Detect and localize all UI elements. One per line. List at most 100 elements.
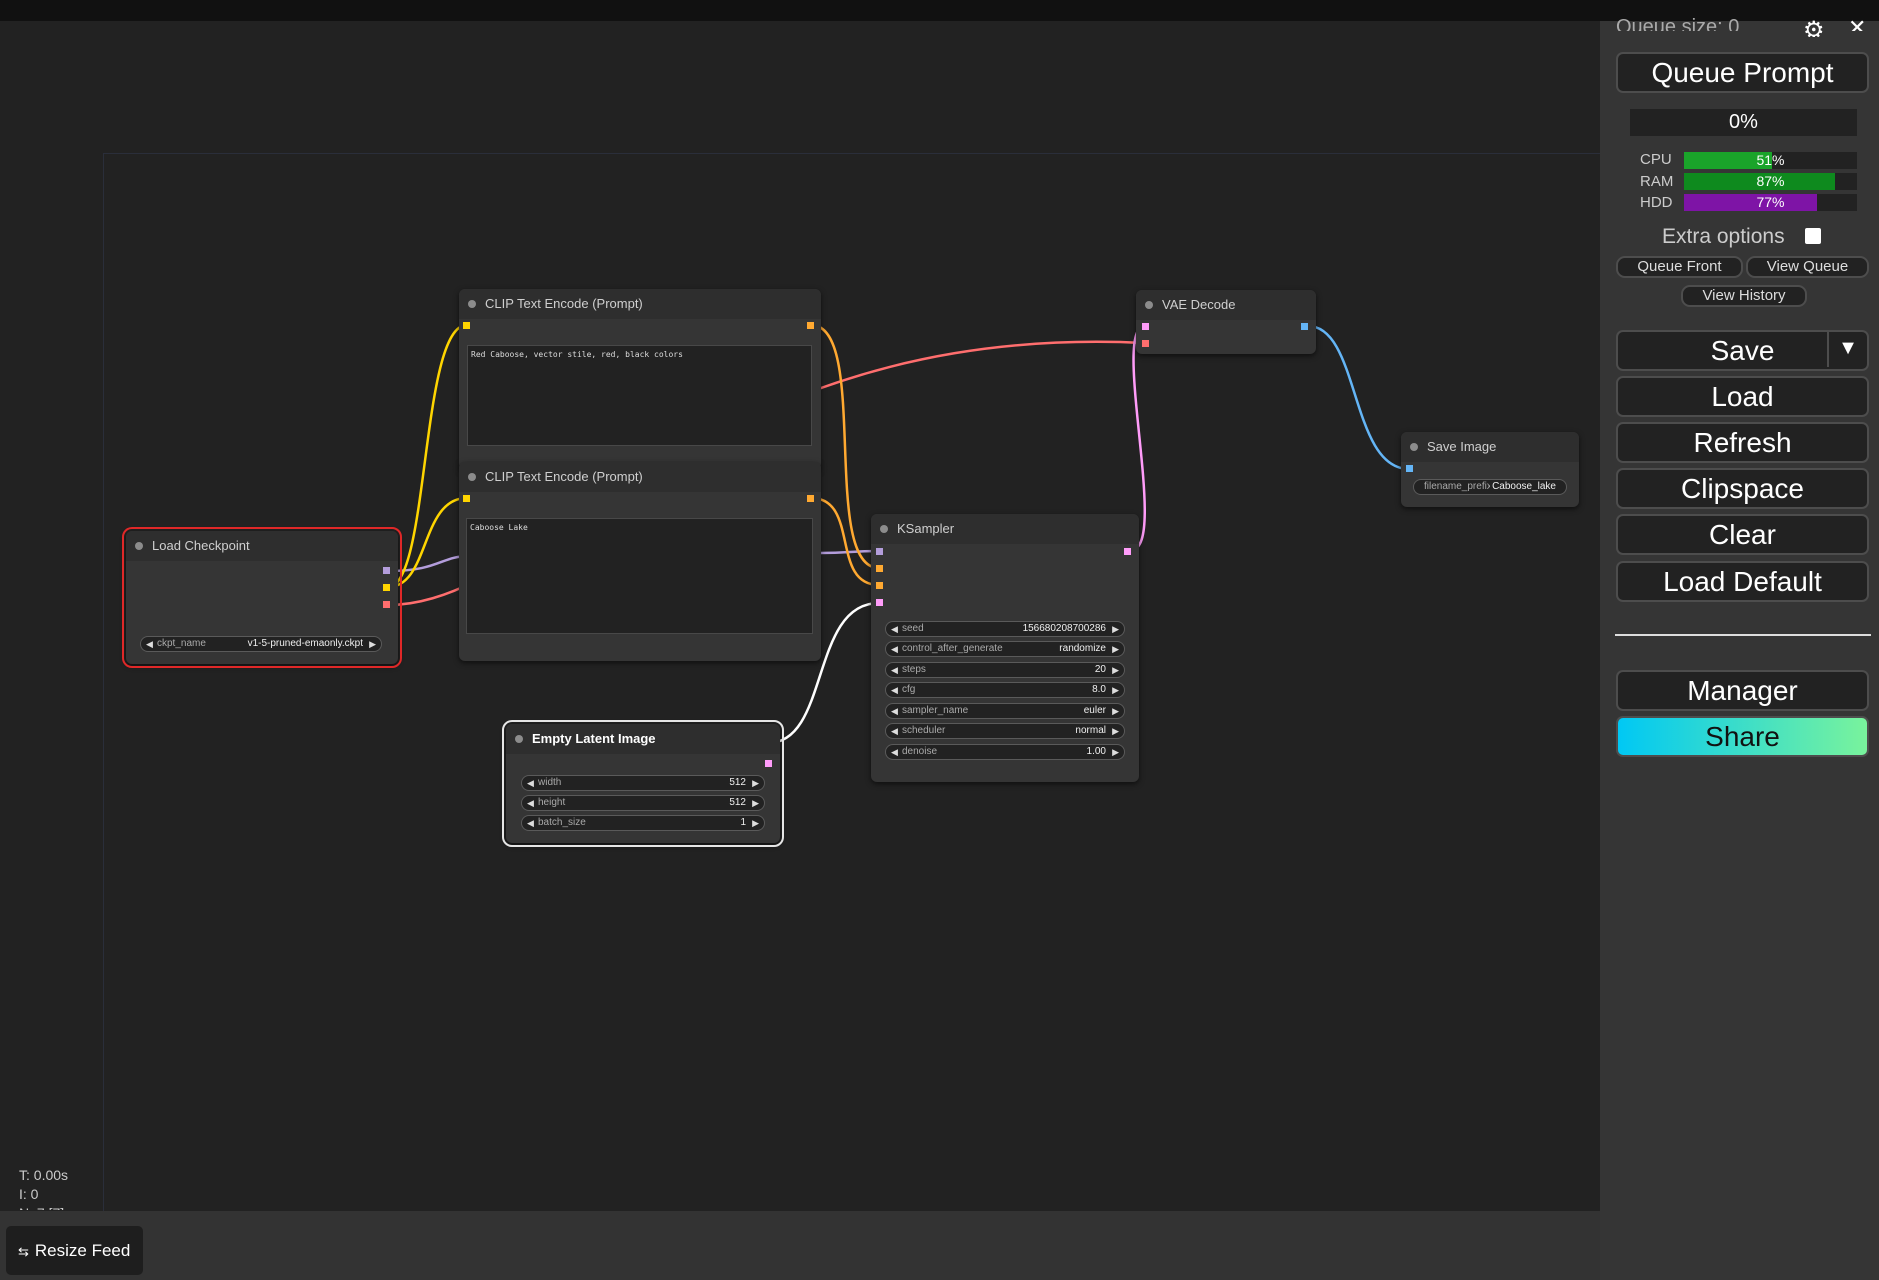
collapse-dot-icon[interactable] (880, 525, 888, 533)
output-slot-conditioning[interactable] (807, 322, 814, 329)
load-button[interactable]: Load (1616, 376, 1869, 417)
extra-options-checkbox[interactable] (1805, 228, 1821, 244)
arrow-left-icon[interactable]: ◀ (891, 644, 898, 654)
width-widget[interactable]: ◀ width 512 ▶ (521, 775, 765, 791)
arrow-left-icon[interactable]: ◀ (891, 726, 898, 736)
manager-button[interactable]: Manager (1616, 670, 1869, 711)
clip-text-encode-node[interactable]: CLIP Text Encode (Prompt) Red Caboose, v… (459, 289, 821, 470)
output-slot-clip[interactable] (383, 584, 390, 591)
input-slot-images[interactable] (1406, 465, 1413, 472)
arrow-right-icon[interactable]: ▶ (1112, 685, 1119, 695)
arrow-left-icon[interactable]: ◀ (146, 639, 153, 649)
input-slot-clip[interactable] (463, 322, 470, 329)
queue-prompt-button[interactable]: Queue Prompt (1616, 52, 1869, 93)
save-dropdown-icon[interactable]: ▼ (1827, 330, 1867, 367)
node-title[interactable]: Empty Latent Image (506, 724, 780, 754)
resize-feed-button[interactable]: ⇆Resize Feed (6, 1226, 143, 1275)
arrow-right-icon[interactable]: ▶ (752, 818, 759, 828)
save-button[interactable]: Save ▼ (1616, 330, 1869, 371)
scheduler-widget[interactable]: ◀ scheduler normal ▶ (885, 723, 1125, 739)
load-default-button[interactable]: Load Default (1616, 561, 1869, 602)
input-slot-vae[interactable] (1142, 340, 1149, 347)
node-title[interactable]: Save Image (1401, 432, 1579, 462)
output-slot-latent[interactable] (1124, 548, 1131, 555)
output-slot-vae[interactable] (383, 601, 390, 608)
arrow-left-icon[interactable]: ◀ (527, 798, 534, 808)
node-title[interactable]: VAE Decode (1136, 290, 1316, 320)
progress-bar: 0% (1630, 109, 1857, 136)
widget-value: 8.0 (1092, 684, 1106, 695)
sampler-name-widget[interactable]: ◀ sampler_name euler ▶ (885, 703, 1125, 719)
arrow-right-icon[interactable]: ▶ (369, 639, 376, 649)
input-slot-model[interactable] (876, 548, 883, 555)
steps-widget[interactable]: ◀ steps 20 ▶ (885, 662, 1125, 678)
arrow-right-icon[interactable]: ▶ (752, 778, 759, 788)
arrow-left-icon[interactable]: ◀ (891, 624, 898, 634)
arrow-right-icon[interactable]: ▶ (1112, 665, 1119, 675)
input-slot-samples[interactable] (1142, 323, 1149, 330)
height-widget[interactable]: ◀ height 512 ▶ (521, 795, 765, 811)
widget-value: v1-5-pruned-emaonly.ckpt (247, 638, 363, 649)
ckpt-name-combo[interactable]: ◀ ckpt_name v1-5-pruned-emaonly.ckpt ▶ (140, 636, 382, 652)
node-title[interactable]: KSampler (871, 514, 1139, 544)
control-after-generate-widget[interactable]: ◀ control_after_generate randomize ▶ (885, 641, 1125, 657)
gear-icon[interactable]: ⚙ (1803, 17, 1825, 37)
arrow-left-icon[interactable]: ◀ (891, 665, 898, 675)
widget-label: cfg (902, 684, 916, 695)
arrow-right-icon[interactable]: ▶ (1112, 747, 1119, 757)
collapse-dot-icon[interactable] (468, 300, 476, 308)
arrow-right-icon[interactable]: ▶ (1112, 726, 1119, 736)
view-history-button[interactable]: View History (1681, 285, 1807, 307)
collapse-dot-icon[interactable] (1145, 301, 1153, 309)
output-slot-image[interactable] (1301, 323, 1308, 330)
output-slot-conditioning[interactable] (807, 495, 814, 502)
refresh-button[interactable]: Refresh (1616, 422, 1869, 463)
arrow-right-icon[interactable]: ▶ (1112, 624, 1119, 634)
batch-size-widget[interactable]: ◀ batch_size 1 ▶ (521, 815, 765, 831)
denoise-widget[interactable]: ◀ denoise 1.00 ▶ (885, 744, 1125, 760)
node-title[interactable]: Load Checkpoint (126, 531, 398, 561)
save-image-node[interactable]: Save Image filename_prefix Caboose_lake (1401, 432, 1579, 507)
arrow-left-icon[interactable]: ◀ (891, 685, 898, 695)
arrow-right-icon[interactable]: ▶ (1112, 644, 1119, 654)
clip-text-encode-node[interactable]: CLIP Text Encode (Prompt) Caboose Lake (459, 462, 821, 661)
graph-canvas[interactable]: CLIP Text Encode (Prompt) Red Caboose, v… (0, 21, 1600, 1211)
prompt-textarea[interactable]: Caboose Lake (466, 518, 813, 634)
seed-widget[interactable]: ◀ seed 156680208700286 ▶ (885, 621, 1125, 637)
prompt-textarea[interactable]: Red Caboose, vector stile, red, black co… (467, 345, 812, 446)
queue-front-button[interactable]: Queue Front (1616, 256, 1743, 278)
collapse-dot-icon[interactable] (1410, 443, 1418, 451)
arrow-left-icon[interactable]: ◀ (527, 818, 534, 828)
output-slot-latent[interactable] (765, 760, 772, 767)
arrow-right-icon[interactable]: ▶ (1112, 706, 1119, 716)
ksampler-node[interactable]: KSampler ◀ seed 156680208700286 ▶ ◀ cont… (871, 514, 1139, 782)
collapse-dot-icon[interactable] (468, 473, 476, 481)
ram-meter-text: 87% (1756, 173, 1785, 189)
node-title[interactable]: CLIP Text Encode (Prompt) (459, 289, 821, 319)
arrow-left-icon[interactable]: ◀ (891, 706, 898, 716)
view-queue-button[interactable]: View Queue (1746, 256, 1869, 278)
clipspace-button[interactable]: Clipspace (1616, 468, 1869, 509)
empty-latent-image-node[interactable]: Empty Latent Image ◀ width 512 ▶ ◀ heigh… (502, 720, 784, 847)
arrow-left-icon[interactable]: ◀ (527, 778, 534, 788)
cfg-widget[interactable]: ◀ cfg 8.0 ▶ (885, 682, 1125, 698)
output-slot-model[interactable] (383, 567, 390, 574)
collapse-dot-icon[interactable] (135, 542, 143, 550)
arrow-right-icon[interactable]: ▶ (752, 798, 759, 808)
widget-label: sampler_name (902, 705, 969, 716)
input-slot-positive[interactable] (876, 565, 883, 572)
collapse-dot-icon[interactable] (515, 735, 523, 743)
widget-label: height (538, 797, 566, 808)
clear-button[interactable]: Clear (1616, 514, 1869, 555)
input-slot-clip[interactable] (463, 495, 470, 502)
arrow-left-icon[interactable]: ◀ (891, 747, 898, 757)
input-slot-negative[interactable] (876, 582, 883, 589)
close-icon[interactable]: ✕ (1848, 15, 1867, 31)
input-slot-latent[interactable] (876, 599, 883, 606)
filename-prefix-field[interactable]: filename_prefix Caboose_lake (1413, 479, 1567, 495)
load-checkpoint-node[interactable]: Load Checkpoint ◀ ckpt_name v1-5-pruned-… (122, 527, 402, 668)
node-title[interactable]: CLIP Text Encode (Prompt) (459, 462, 821, 492)
share-button[interactable]: Share (1616, 716, 1869, 757)
vae-decode-node[interactable]: VAE Decode (1136, 290, 1316, 354)
widget-label: width (538, 777, 562, 788)
